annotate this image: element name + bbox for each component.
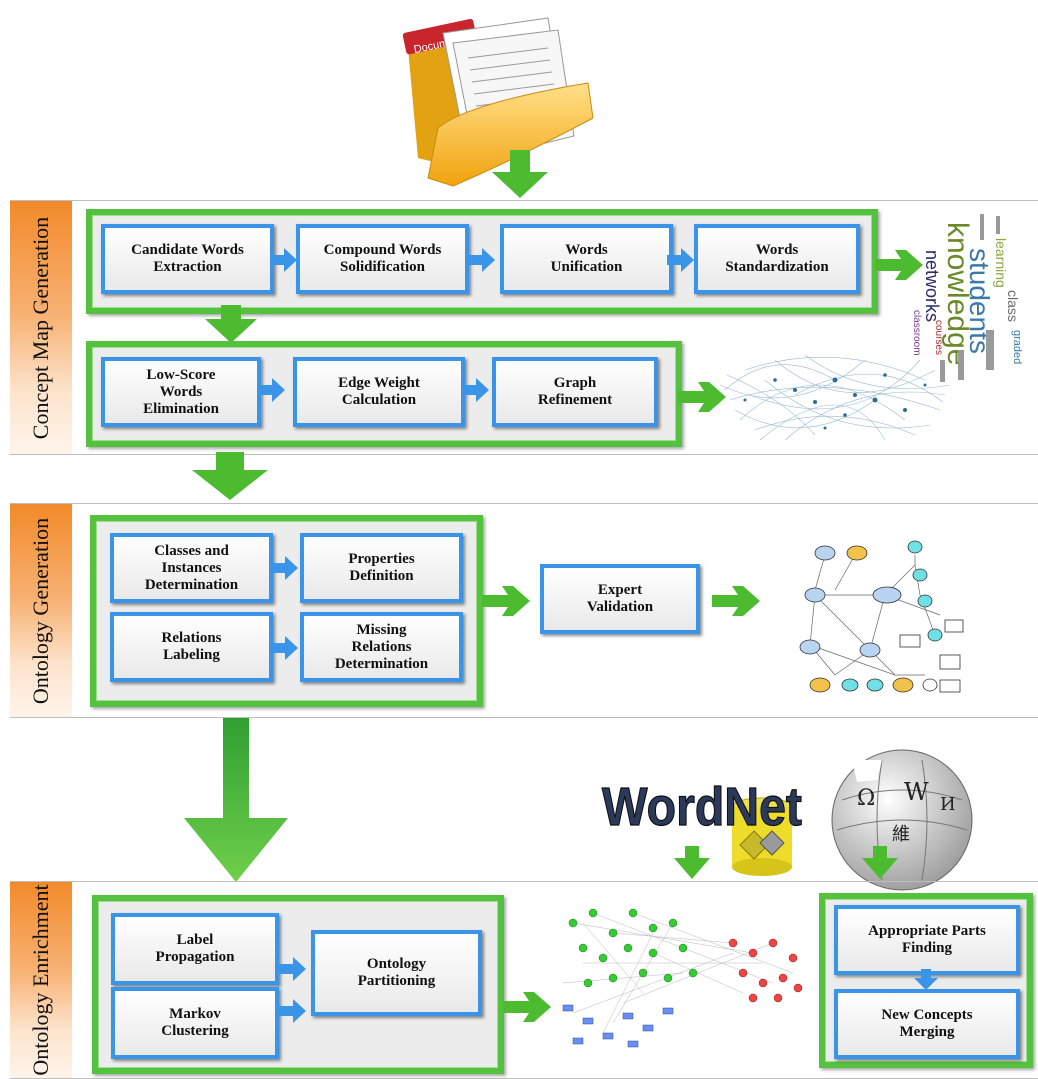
cloud-word: class: [1005, 290, 1021, 322]
step-classes-instances-determination: Classes and Instances Determination: [110, 533, 273, 603]
blue-arrow-icon: [462, 378, 489, 402]
step-candidate-words-extraction: Candidate Words Extraction: [101, 224, 274, 294]
step-compound-words-solidification: Compound Words Solidification: [296, 224, 469, 294]
wiki-glyph: Ω: [857, 786, 875, 811]
green-right-arrow-icon: [503, 992, 551, 1022]
green-right-arrow-icon: [875, 250, 923, 280]
step-edge-weight-calculation: Edge Weight Calculation: [293, 357, 465, 427]
green-down-arrow-icon: [674, 846, 710, 879]
cloud-word: classroom: [911, 310, 922, 356]
ontology-enrichment-label: Ontology Enrichment: [28, 884, 53, 1076]
step-markov-clustering: Markov Clustering: [111, 987, 279, 1059]
concept-graph-image: [715, 340, 955, 450]
documents-folder-icon: Documents: [398, 8, 598, 188]
step-words-unification: Words Unification: [500, 224, 673, 294]
cloud-word: courses: [933, 320, 944, 355]
blue-arrow-icon: [468, 248, 495, 272]
wiki-glyph: И: [940, 794, 956, 815]
blue-arrow-icon: [258, 378, 285, 402]
ontology-generation-tab: Ontology Generation: [10, 504, 72, 717]
blue-arrow-icon: [667, 248, 694, 272]
cloud-word: networks: [922, 250, 942, 322]
blue-arrow-icon: [271, 556, 298, 580]
concept-map-tab: Concept Map Generation: [10, 201, 72, 454]
step-words-standardization: Words Standardization: [694, 224, 860, 294]
cloud-word: learning: [993, 238, 1009, 288]
clustered-graph-image: [553, 893, 813, 1051]
ontology-generation-label: Ontology Generation: [28, 517, 53, 704]
green-right-arrow-icon: [712, 586, 760, 616]
wiki-glyph: 維: [892, 824, 910, 845]
wordnet-logo: WordNet: [600, 765, 815, 880]
ontology-diagram-image: [775, 535, 965, 705]
blue-down-arrow-icon: [914, 969, 938, 990]
step-relations-labeling: Relations Labeling: [110, 612, 273, 682]
green-down-arrow-icon: [205, 305, 257, 343]
blue-arrow-icon: [270, 248, 297, 272]
step-label-propagation: Label Propagation: [111, 913, 279, 985]
ontology-enrichment-tab: Ontology Enrichment: [10, 882, 72, 1078]
ontology-generation-section: Ontology Generation: [10, 503, 1038, 718]
step-expert-validation: Expert Validation: [540, 564, 700, 634]
blue-arrow-icon: [271, 636, 298, 660]
wiki-glyph: W: [904, 778, 929, 806]
step-appropriate-parts-finding: Appropriate Parts Finding: [834, 905, 1020, 975]
green-down-arrow-icon: [192, 452, 268, 500]
step-missing-relations-determination: Missing Relations Determination: [300, 612, 463, 682]
word-cloud-image: knowledge students networks learning cla…: [910, 210, 1023, 385]
step-graph-refinement: Graph Refinement: [492, 357, 658, 427]
step-low-score-words-elimination: Low-Score Words Elimination: [101, 357, 261, 427]
concept-map-label: Concept Map Generation: [28, 216, 53, 439]
blue-arrow-icon: [279, 999, 306, 1023]
folder-down-arrow-icon: [492, 150, 548, 198]
green-down-arrow-icon: [862, 846, 898, 879]
wordnet-logo-text: WordNet: [602, 777, 802, 837]
green-long-down-arrow-icon: [184, 718, 288, 882]
cloud-word: graded: [1011, 330, 1023, 364]
step-properties-definition: Properties Definition: [300, 533, 463, 603]
concept-map-section: Concept Map Generation: [10, 200, 1038, 455]
step-new-concepts-merging: New Concepts Merging: [834, 989, 1020, 1059]
wikipedia-globe-logo: Ω W И 維: [822, 749, 982, 891]
ontology-enrichment-section: Ontology Enrichment: [10, 881, 1038, 1079]
green-right-arrow-icon: [482, 586, 530, 616]
blue-arrow-icon: [279, 957, 306, 981]
cloud-word: knowledge: [941, 222, 974, 365]
green-right-arrow-icon: [678, 382, 726, 412]
step-ontology-partitioning: Ontology Partitioning: [311, 930, 482, 1016]
